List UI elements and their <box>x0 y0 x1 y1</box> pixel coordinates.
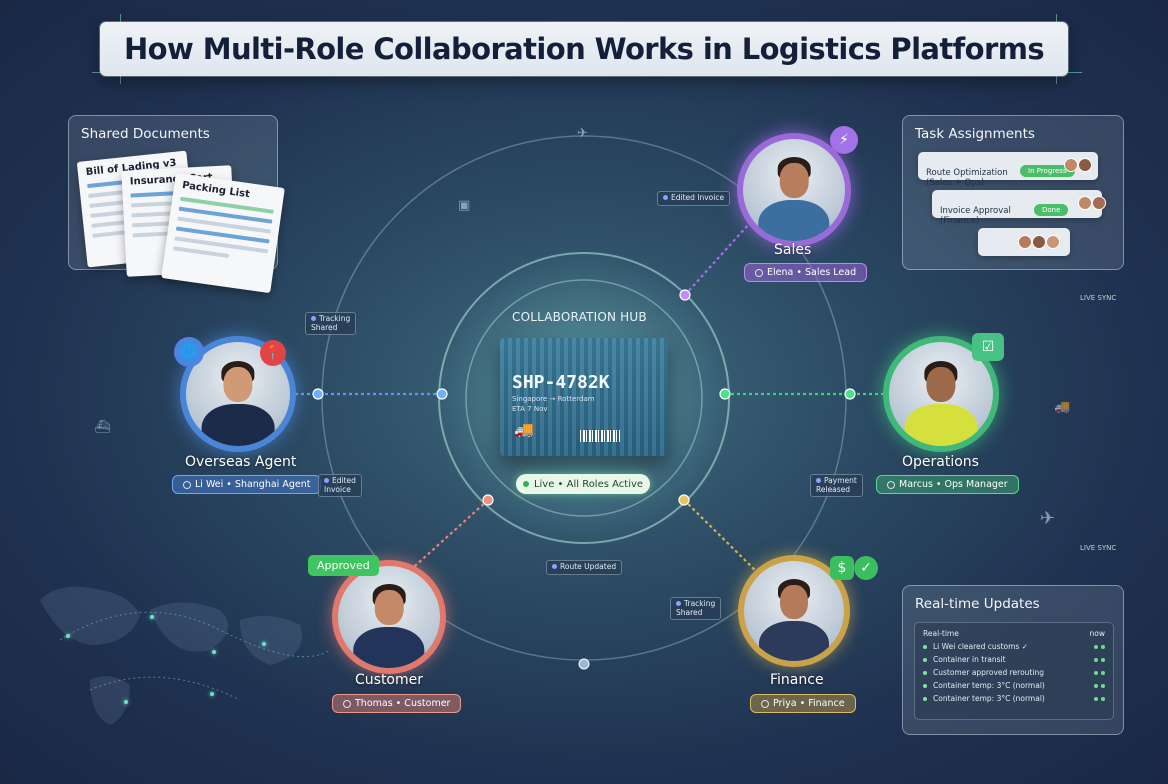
activity-tag: Tracking Shared <box>670 597 722 621</box>
check-icon: ✓ <box>854 556 878 580</box>
realtime-updates-title: Real-time Updates <box>915 596 1040 612</box>
role-node-customer[interactable] <box>332 560 446 674</box>
box-icon: ▣ <box>458 198 471 213</box>
activity-tag: Payment Released <box>810 474 863 498</box>
map-route <box>89 676 241 701</box>
role-person-sales: Elena • Sales Lead <box>744 263 868 282</box>
assignee-avatar <box>1064 158 1078 172</box>
role-label-operations: Operations <box>902 454 979 470</box>
assignee-avatar <box>1078 196 1092 210</box>
live-sync-label: LIVE SYNC <box>1080 294 1117 302</box>
link-dot <box>719 388 731 400</box>
link-sales <box>684 204 767 296</box>
role-label-overseas-agent: Overseas Agent <box>185 454 297 470</box>
update-row: Customer approved rerouting <box>923 668 1105 677</box>
dollar-icon: $ <box>830 556 854 580</box>
plane-icon: ✈ <box>1040 508 1056 529</box>
hub-label: COLLABORATION HUB <box>512 310 647 324</box>
link-dot <box>436 388 448 400</box>
map-location-dot <box>66 634 70 638</box>
role-node-sales[interactable] <box>737 133 851 247</box>
world-map <box>40 586 302 725</box>
truck-icon: 🚚 <box>514 420 534 439</box>
link-customer <box>404 499 489 576</box>
location-pin-icon: 📍 <box>260 340 286 366</box>
link-finance <box>683 499 761 576</box>
map-location-dot <box>262 642 266 646</box>
shipment-eta: ETA 7 Nov <box>512 405 548 413</box>
update-row: Container temp: 3°C (normal) <box>923 681 1105 690</box>
link-dot <box>844 388 856 400</box>
update-row: Container in transit <box>923 655 1105 664</box>
assignee-avatar <box>1078 158 1092 172</box>
link-dot <box>678 494 690 506</box>
truck-icon: 🚚 <box>1054 400 1071 415</box>
update-row: Container temp: 3°C (normal) <box>923 694 1105 703</box>
link-dot <box>679 289 691 301</box>
activity-tag: Route Updated <box>546 560 623 575</box>
realtime-feed: Real-time now Li Wei cleared customs ✓ C… <box>914 622 1114 720</box>
activity-tag: Tracking Shared <box>305 312 357 336</box>
lightning-icon: ⚡ <box>830 126 858 154</box>
map-route <box>59 611 331 658</box>
role-person-customer: Thomas • Customer <box>332 694 462 713</box>
shipment-container[interactable]: SHP-4782K Singapore → Rotterdam ETA 7 No… <box>500 338 668 456</box>
link-dot <box>312 388 324 400</box>
link-dot <box>482 494 494 506</box>
update-row: Li Wei cleared customs ✓ <box>923 642 1105 651</box>
hub-ring-inner <box>465 279 703 517</box>
plane-icon: ✈ <box>577 126 588 141</box>
shipment-route: Singapore → Rotterdam <box>512 395 595 403</box>
role-person-overseas-agent: Li Wei • Shanghai Agent <box>172 475 322 494</box>
live-dot-icon <box>522 481 529 487</box>
shipment-id: SHP-4782K <box>512 372 610 393</box>
hub-status-pill: Live • All Roles Active <box>516 474 650 494</box>
live-sync-label: LIVE SYNC <box>1080 544 1117 552</box>
ship-icon: ⛴ <box>94 420 111 435</box>
approved-badge: Approved <box>308 555 379 576</box>
shared-documents-title: Shared Documents <box>81 126 210 142</box>
map-location-dot <box>150 615 154 619</box>
map-location-dot <box>210 692 214 696</box>
role-person-finance: Priya • Finance <box>750 694 856 713</box>
task-assignments-title: Task Assignments <box>915 126 1035 142</box>
assignee-avatar <box>1092 196 1106 210</box>
task-status-pill: Done <box>1034 204 1069 216</box>
map-location-dot <box>212 650 216 654</box>
role-label-customer: Customer <box>355 672 424 688</box>
document-packing-list[interactable]: Packing List <box>161 172 285 294</box>
globe-icon: 🌐 <box>174 337 204 367</box>
assignee-avatar <box>1018 235 1032 249</box>
role-label-sales: Sales <box>774 242 812 258</box>
checklist-icon: ☑ <box>972 333 1004 361</box>
task-card-invoice-approval[interactable]: Invoice Approval (Finance) <box>932 190 1102 226</box>
title-banner: How Multi-Role Collaboration Works in Lo… <box>100 22 1068 76</box>
role-person-operations: Marcus • Ops Manager <box>876 475 1019 494</box>
barcode-icon <box>580 430 620 442</box>
page-title: How Multi-Role Collaboration Works in Lo… <box>124 32 1045 66</box>
role-label-finance: Finance <box>770 672 824 688</box>
task-status-pill: In Progress <box>1020 165 1075 177</box>
activity-tag: Edited Invoice <box>318 474 362 498</box>
assignee-avatar <box>1046 235 1060 249</box>
orbit-dot <box>578 658 590 670</box>
assignee-avatar <box>1032 235 1046 249</box>
map-location-dot <box>124 700 128 704</box>
activity-tag: Edited Invoice <box>657 191 731 206</box>
